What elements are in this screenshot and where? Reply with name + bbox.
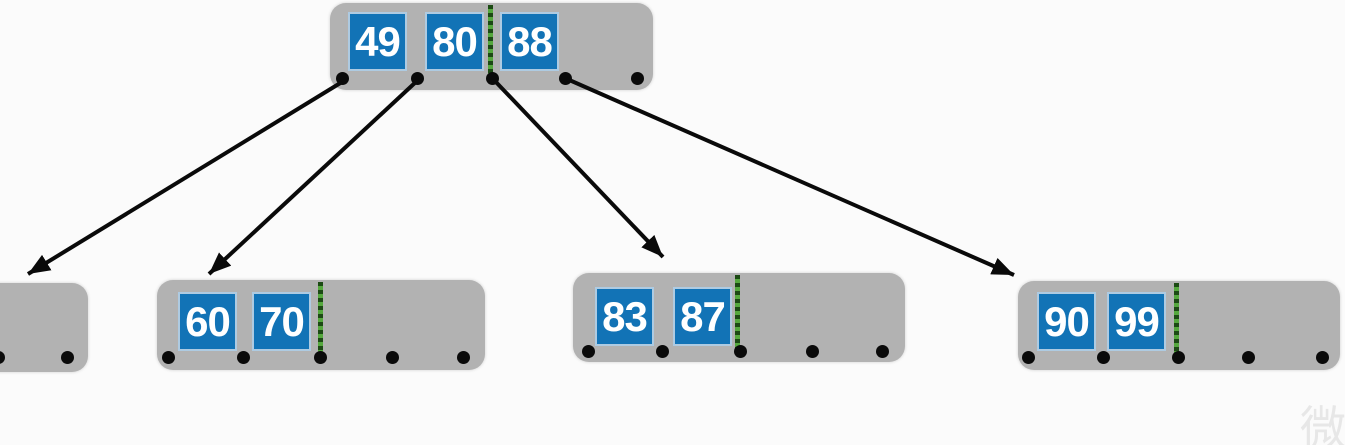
watermark-glyph: 微	[1300, 402, 1345, 445]
key-cell: 87	[673, 287, 732, 346]
child-pointer-dot	[314, 351, 327, 364]
split-divider	[1174, 283, 1179, 358]
split-divider	[735, 275, 740, 350]
child-pointer-dot	[1316, 351, 1329, 364]
key-cell: 80	[425, 12, 484, 71]
child-pointer-dot	[559, 72, 572, 85]
child-pointer-dot	[1097, 351, 1110, 364]
child-pointer-dot	[457, 351, 470, 364]
arrow-root-to-child3	[492, 78, 665, 259]
child-pointer-dot	[336, 72, 349, 85]
btree-node-child3: 83 87	[573, 273, 905, 362]
child-pointer-dot	[162, 351, 175, 364]
key-cell: 49	[348, 12, 407, 71]
key-cell: 90	[1037, 292, 1096, 351]
key-cell: 88	[500, 12, 559, 71]
child-pointer-dot	[1242, 351, 1255, 364]
child-pointer-dot	[1172, 351, 1185, 364]
btree-node-child2: 60 70	[157, 280, 485, 370]
child-pointer-dot	[411, 72, 424, 85]
child-pointer-dot	[1022, 351, 1035, 364]
key-cell: 70	[252, 292, 311, 351]
child-pointer-dot	[486, 72, 499, 85]
key-cell: 60	[178, 292, 237, 351]
child-pointer-dot	[656, 345, 669, 358]
key-cell: 99	[1107, 292, 1166, 351]
child-pointer-dot	[582, 345, 595, 358]
child-pointer-dot	[237, 351, 250, 364]
arrow-root-to-child2	[207, 78, 420, 276]
child-pointer-dot	[734, 345, 747, 358]
child-pointer-dot	[61, 351, 74, 364]
child-pointer-dot	[0, 351, 5, 364]
btree-node-child4: 90 99	[1018, 281, 1340, 370]
btree-node-child1	[0, 283, 88, 372]
arrow-root-to-child1	[26, 80, 344, 276]
child-pointer-dot	[806, 345, 819, 358]
key-cell: 83	[595, 287, 654, 346]
child-pointer-dot	[386, 351, 399, 364]
split-divider	[488, 5, 493, 77]
btree-node-root: 49 80 88	[330, 3, 653, 90]
child-pointer-dot	[631, 72, 644, 85]
split-divider	[318, 282, 323, 357]
child-pointer-dot	[876, 345, 889, 358]
arrow-root-to-child4	[566, 77, 1015, 277]
